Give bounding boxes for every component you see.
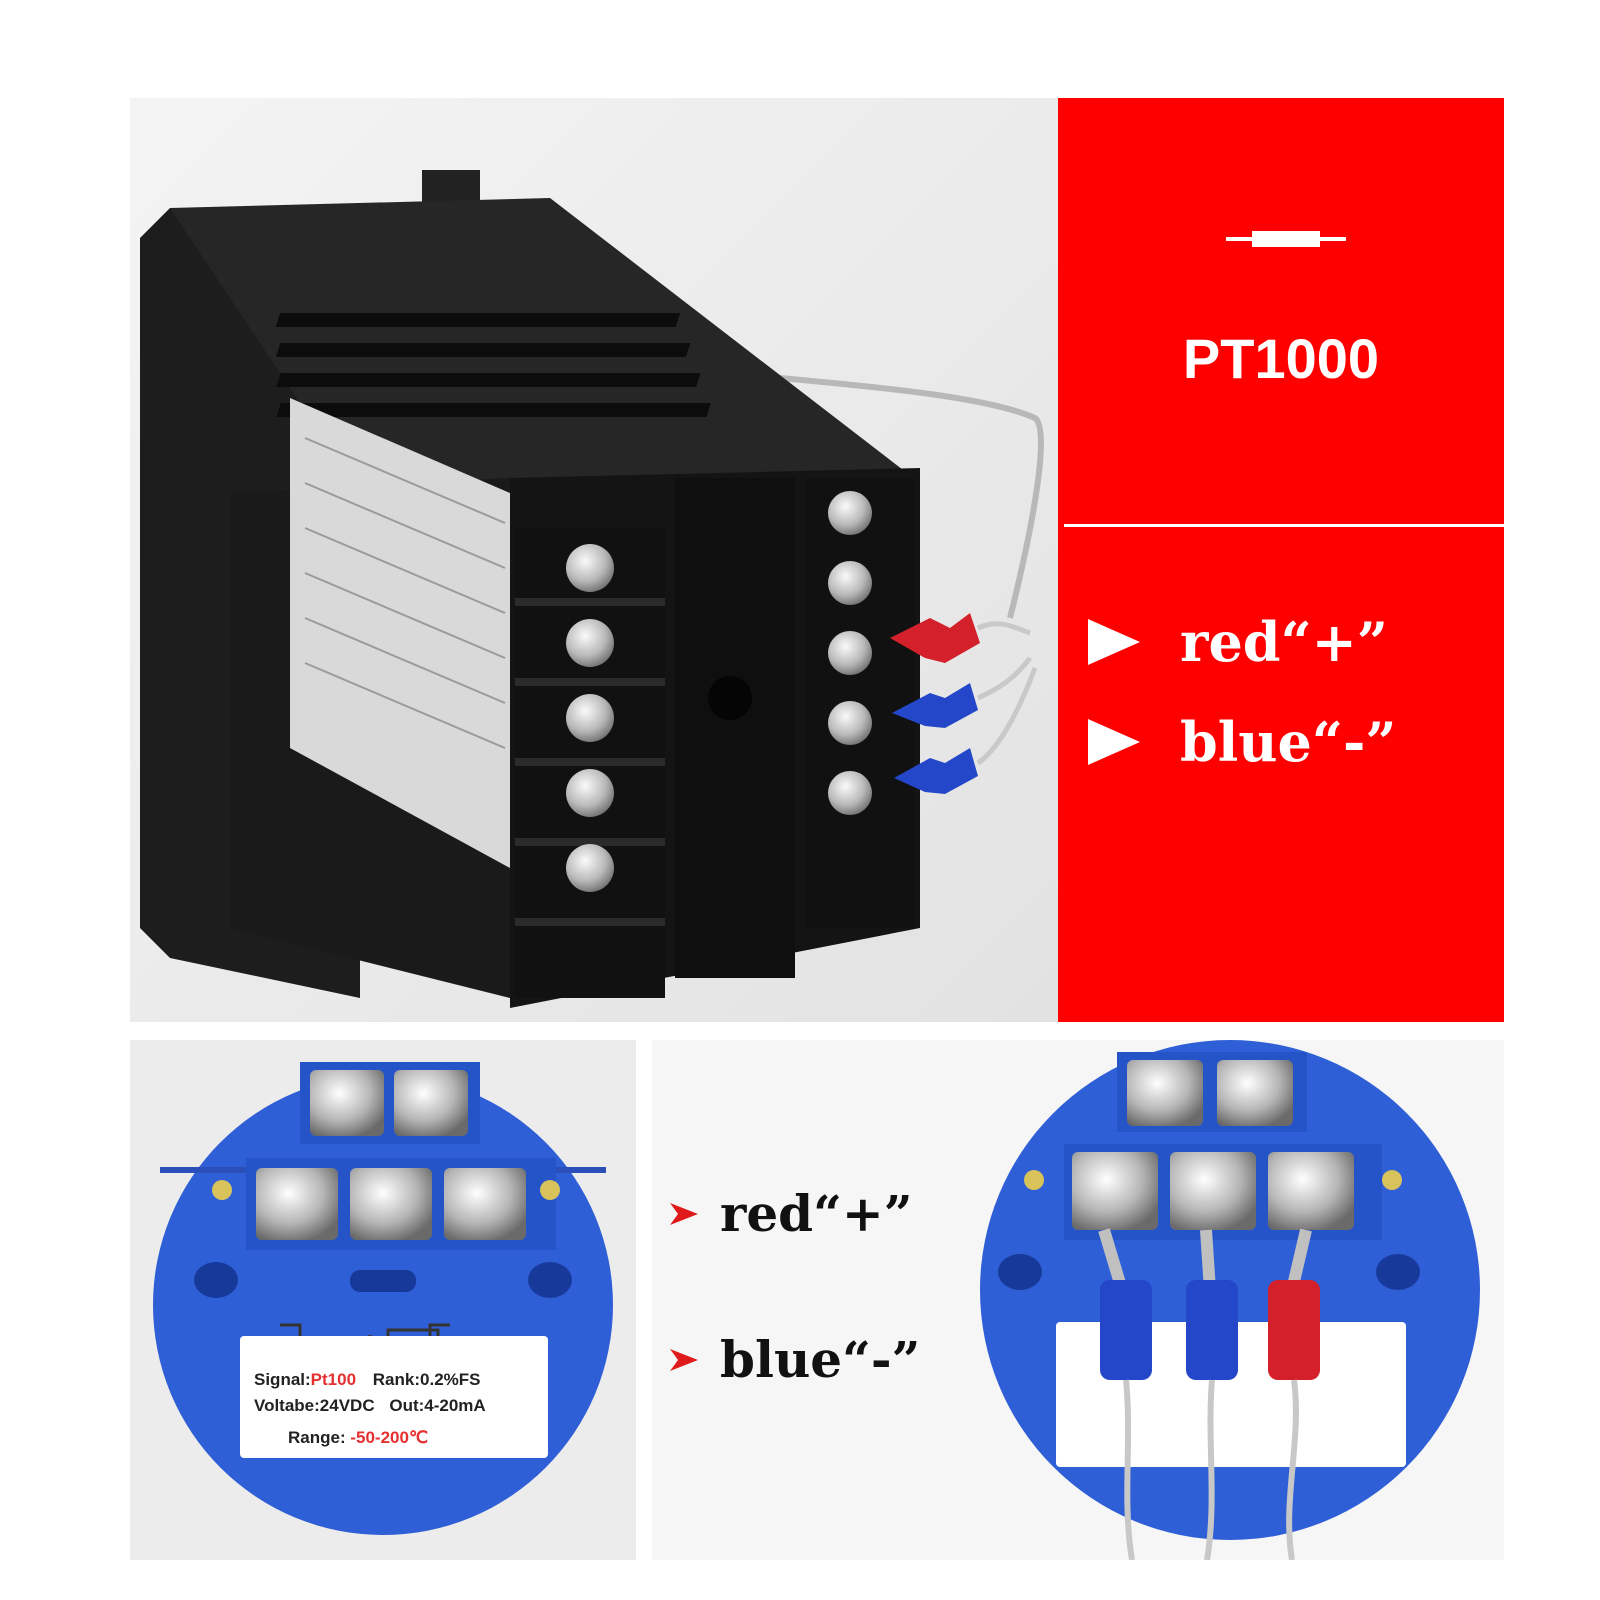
- controller-illustration: [130, 98, 1060, 1022]
- transmitter-illustration-right: [980, 1040, 1480, 1560]
- range-value: -50-200℃: [350, 1428, 429, 1447]
- transmitter-illustration-left: [153, 1062, 613, 1535]
- resistor-icon: [1226, 231, 1346, 247]
- signal-line: Signal:Pt100 Rank:0.2%FS: [254, 1370, 480, 1390]
- red-arrow-icon: [670, 1348, 698, 1371]
- rank-value: Rank:0.2%FS: [372, 1370, 481, 1389]
- red-arrow-icon: [670, 1202, 698, 1225]
- signal-key: Signal:: [254, 1370, 311, 1389]
- middle-legend-blue: blue“-”: [670, 1330, 920, 1389]
- middle-legend-red-label: red“+”: [720, 1184, 913, 1243]
- middle-legend-red: red“+”: [670, 1184, 913, 1243]
- panel-divider: [1064, 524, 1504, 527]
- sensor-type-title: PT1000: [1182, 327, 1380, 390]
- legend-label-blue: blue“-”: [1180, 710, 1397, 774]
- output-value: Out:4-20mA: [389, 1396, 486, 1415]
- transmitter-photo-left: [130, 1040, 636, 1560]
- controller-photo: [130, 98, 1060, 1022]
- signal-value: Pt100: [310, 1370, 357, 1389]
- transmitter-spec-label: Signal:Pt100 Rank:0.2%FS Voltabe:24VDC O…: [240, 1336, 548, 1458]
- legend-item-red: red“+”: [1088, 610, 1388, 674]
- range-key: Range:: [288, 1428, 346, 1447]
- transmitter-photo-right: [652, 1040, 1504, 1560]
- legend-item-blue: blue“-”: [1088, 710, 1396, 774]
- voltage-value: Voltabe:24VDC: [254, 1396, 375, 1415]
- voltage-line: Voltabe:24VDC Out:4-20mA: [254, 1396, 486, 1416]
- play-triangle-icon: [1088, 719, 1140, 765]
- pt1000-info-panel: [1058, 98, 1504, 1022]
- middle-legend-blue-label: blue“-”: [720, 1330, 921, 1389]
- play-triangle-icon: [1088, 619, 1140, 665]
- range-line: Range: -50-200℃: [288, 1428, 428, 1448]
- legend-label-red: red“+”: [1180, 610, 1388, 674]
